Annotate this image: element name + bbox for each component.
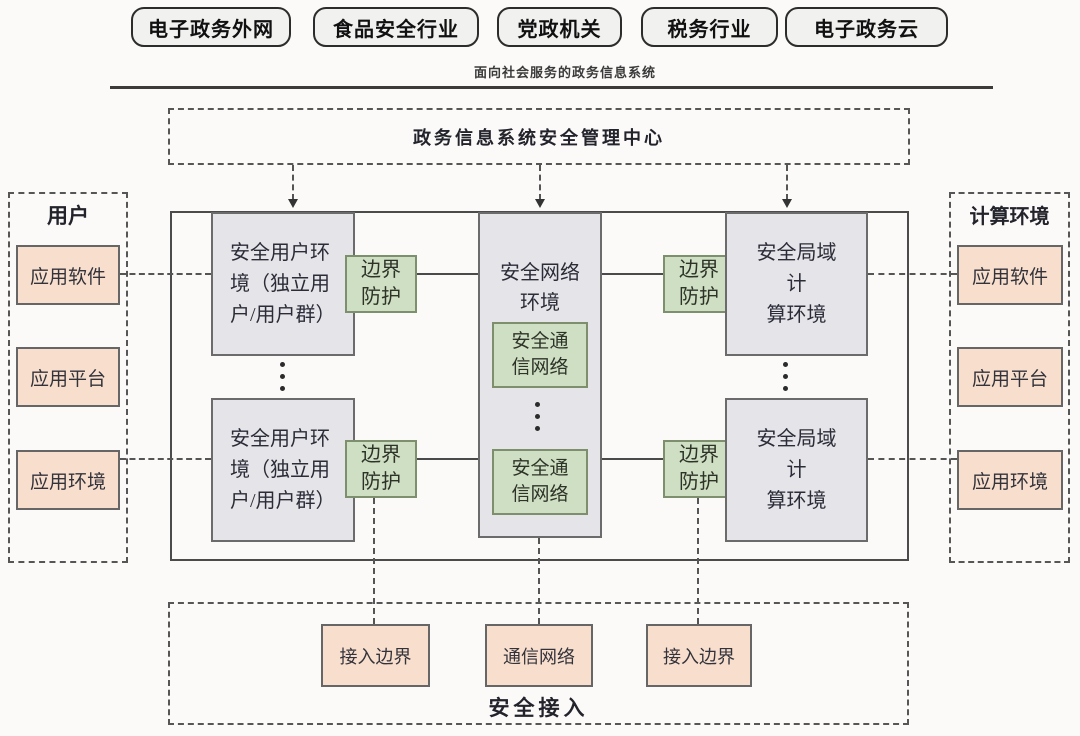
secure-comm-network-bottom-box: 安全通 信网络 bbox=[492, 449, 588, 515]
computing-panel bbox=[949, 192, 1070, 563]
mgmt-arrow-line bbox=[292, 165, 294, 200]
system-box-label: 党政机关 bbox=[517, 18, 602, 41]
management-center-label: 政务信息系统安全管理中心 bbox=[413, 127, 665, 148]
user-panel-title: 用户 bbox=[47, 204, 89, 228]
box-label: 应用软件 bbox=[29, 266, 106, 288]
computing-app-software-box: 应用软件 bbox=[957, 245, 1063, 305]
box-label: 接入边界 bbox=[339, 646, 412, 667]
box-label: 安全通 信网络 bbox=[511, 458, 569, 505]
user-app-environment-box: 应用环境 bbox=[16, 450, 120, 510]
computing-app-environment-box: 应用环境 bbox=[957, 450, 1063, 510]
box-label: 边界 防护 bbox=[361, 259, 401, 308]
boundary-protection-top-left-box: 边界 防护 bbox=[345, 255, 417, 313]
secure-user-env-bottom-box: 安全用户环 境（独立用 户/用户群） bbox=[211, 398, 355, 542]
box-label: 安全通 信网络 bbox=[511, 331, 569, 378]
divider-line bbox=[110, 86, 993, 89]
system-box-label: 电子政务外网 bbox=[148, 18, 274, 41]
box-label: 边界 防护 bbox=[361, 444, 401, 493]
link-network-boundary-bottom-right bbox=[602, 458, 663, 460]
box-label: 边界 防护 bbox=[679, 444, 719, 493]
mgmt-arrow-line bbox=[786, 165, 788, 200]
link-network-comm bbox=[538, 538, 540, 624]
secure-comm-network-top-box: 安全通 信网络 bbox=[492, 322, 588, 388]
system-box-label: 税务行业 bbox=[667, 18, 752, 41]
box-label: 应用平台 bbox=[29, 368, 106, 390]
arrow-down-icon bbox=[782, 199, 792, 208]
user-app-platform-box: 应用平台 bbox=[16, 347, 120, 407]
system-box-label: 电子政务云 bbox=[814, 18, 919, 41]
system-box-food-safety: 食品安全行业 bbox=[313, 7, 479, 47]
box-label: 边界 防护 bbox=[679, 259, 719, 308]
access-boundary-left-box: 接入边界 bbox=[321, 624, 430, 687]
ellipsis-more-user-envs bbox=[280, 362, 285, 391]
mgmt-arrow-line bbox=[539, 165, 541, 200]
link-boundary-access-left bbox=[373, 498, 375, 624]
box-label: 接入边界 bbox=[663, 646, 735, 667]
user-app-software-box: 应用软件 bbox=[16, 245, 120, 305]
box-label: 应用平台 bbox=[971, 368, 1048, 390]
box-label: 安全局域计 算环境 bbox=[756, 241, 837, 326]
top-caption: 面向社会服务的政务信息系统 bbox=[473, 65, 656, 80]
link-boundary-network-bottom-left bbox=[417, 458, 478, 460]
arrow-down-icon bbox=[288, 199, 298, 208]
link-network-boundary-top-right bbox=[602, 273, 663, 275]
system-box-egov-cloud: 电子政务云 bbox=[785, 7, 948, 47]
system-box-label: 食品安全行业 bbox=[333, 18, 459, 41]
box-label: 应用环境 bbox=[29, 471, 106, 493]
link-user-environment bbox=[120, 458, 211, 460]
link-boundary-access-right bbox=[697, 498, 699, 624]
secure-user-env-top-box: 安全用户环 境（独立用 户/用户群） bbox=[211, 212, 355, 356]
boundary-protection-bottom-left-box: 边界 防护 bbox=[345, 440, 417, 498]
secure-access-panel bbox=[168, 602, 909, 725]
arrow-down-icon bbox=[535, 199, 545, 208]
box-label: 应用环境 bbox=[971, 471, 1048, 493]
boundary-protection-bottom-right-box: 边界 防护 bbox=[663, 440, 735, 498]
box-label: 应用软件 bbox=[971, 266, 1048, 288]
link-boundary-network-top-left bbox=[417, 273, 478, 275]
link-computing-environment bbox=[868, 458, 957, 460]
ellipsis-more-computing-envs bbox=[783, 362, 788, 391]
box-label: 通信网络 bbox=[503, 646, 575, 667]
link-user-software bbox=[120, 273, 211, 275]
user-panel bbox=[8, 192, 128, 563]
system-box-taxation: 税务行业 bbox=[641, 7, 778, 47]
box-label: 安全用户环 境（独立用 户/用户群） bbox=[230, 241, 336, 326]
box-label: 安全用户环 境（独立用 户/用户群） bbox=[230, 427, 336, 512]
computing-app-platform-box: 应用平台 bbox=[957, 347, 1063, 407]
secure-local-computing-top-box: 安全局域计 算环境 bbox=[725, 212, 868, 356]
computing-panel-title: 计算环境 bbox=[969, 206, 1050, 228]
secure-local-computing-bottom-box: 安全局域计 算环境 bbox=[725, 398, 868, 542]
system-box-egov-extranet: 电子政务外网 bbox=[131, 7, 291, 47]
management-center-box: 政务信息系统安全管理中心 bbox=[168, 108, 910, 165]
secure-access-title: 安全接入 bbox=[488, 696, 589, 720]
secure-network-env-title: 安全网络 环境 bbox=[500, 262, 580, 314]
access-boundary-right-box: 接入边界 bbox=[646, 624, 752, 687]
system-box-party-gov: 党政机关 bbox=[497, 7, 622, 47]
box-label: 安全局域计 算环境 bbox=[756, 427, 837, 512]
link-computing-software bbox=[868, 273, 957, 275]
comm-network-box: 通信网络 bbox=[485, 624, 593, 687]
boundary-protection-top-right-box: 边界 防护 bbox=[663, 255, 735, 313]
ellipsis-more-comm-networks bbox=[535, 402, 540, 431]
